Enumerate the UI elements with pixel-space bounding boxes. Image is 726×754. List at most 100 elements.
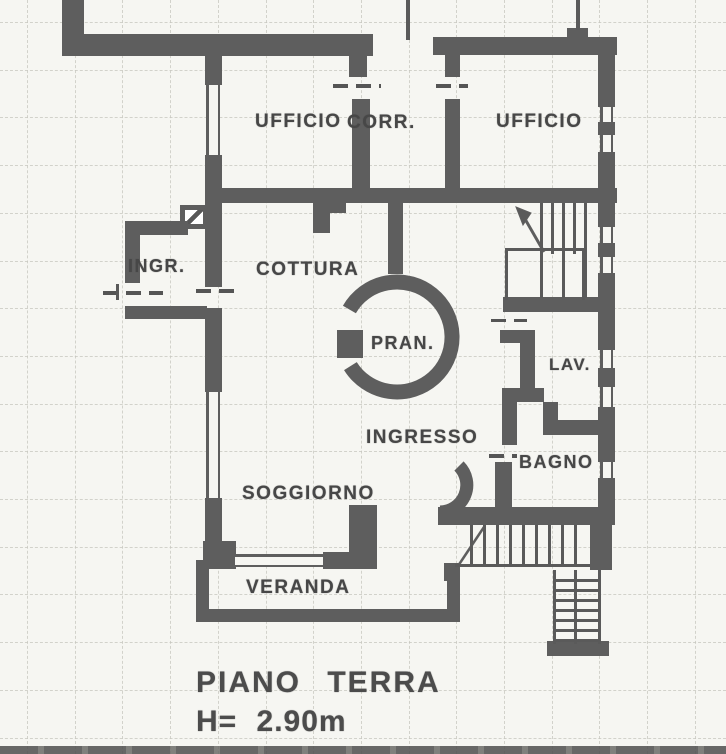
stair-line	[553, 579, 601, 582]
room-label-soggiorno: SOGGIORNO	[242, 483, 375, 504]
wall	[598, 478, 615, 525]
door-dashes	[489, 454, 517, 458]
stair-line	[553, 589, 601, 592]
grid-line-v	[456, 0, 458, 754]
room-label-ufficio-left: UFFICIO	[255, 111, 342, 132]
wall	[433, 37, 617, 55]
stair-line	[505, 248, 508, 300]
grid-line-h	[0, 212, 726, 214]
grid-line-v	[313, 0, 315, 754]
grid-line-v	[74, 0, 76, 754]
ceiling-height: H= 2.90m	[196, 705, 347, 738]
wall	[598, 152, 615, 227]
window	[206, 392, 220, 498]
window	[235, 554, 323, 567]
window	[600, 387, 613, 407]
stair-line	[553, 609, 601, 612]
stair-line	[509, 525, 512, 567]
window	[600, 107, 613, 122]
grid-line-v	[504, 0, 505, 754]
room-label-ingresso: INGRESSO	[366, 427, 479, 448]
stair-line	[584, 203, 587, 298]
stair-line	[574, 525, 577, 567]
stair-line	[535, 525, 538, 567]
grid-line-v	[694, 0, 696, 754]
wall	[445, 45, 460, 77]
window	[600, 350, 613, 368]
wall	[352, 99, 370, 193]
wall	[196, 609, 460, 622]
grid-line-h	[0, 499, 726, 500]
grid-line-h	[0, 403, 726, 405]
wall	[217, 188, 617, 203]
stair-line	[483, 525, 486, 567]
wall	[125, 221, 188, 235]
stair-line	[505, 248, 585, 251]
window	[600, 462, 613, 478]
stair-line	[561, 525, 564, 567]
stair-line	[553, 599, 601, 602]
grid-line-h	[0, 594, 726, 596]
wall	[598, 122, 615, 135]
grid-line-v	[27, 0, 28, 754]
grid-line-v	[170, 0, 172, 754]
grid-line-v	[551, 0, 553, 754]
wall	[495, 462, 512, 510]
stair-line	[116, 284, 119, 300]
wall	[598, 407, 615, 462]
stair-line	[553, 639, 601, 642]
stair-line	[522, 525, 525, 567]
wall	[567, 28, 588, 39]
room-label-pranzo: PRAN.	[371, 333, 435, 353]
door-dashes	[103, 291, 163, 295]
grid-line-v	[647, 0, 649, 754]
stair-line	[496, 525, 499, 567]
wall	[598, 243, 615, 257]
room-label-ingr: INGR.	[128, 256, 186, 276]
door-dashes	[436, 84, 468, 88]
window	[600, 135, 613, 152]
wall	[349, 45, 367, 77]
door-dashes	[491, 319, 527, 322]
wall	[543, 420, 600, 435]
wall	[349, 505, 377, 555]
wall	[196, 560, 209, 622]
floor-title: PIANO TERRA	[196, 666, 441, 699]
grid-line-v	[265, 0, 267, 754]
stair-line	[582, 248, 585, 300]
title-block: PIANO TERRA H= 2.90m	[196, 666, 441, 739]
grid-line-v	[122, 0, 124, 754]
stair-up-arrow-head	[515, 206, 532, 227]
grid-line-h	[0, 451, 726, 453]
wall	[445, 99, 460, 188]
window	[600, 257, 613, 273]
stair-line	[548, 525, 551, 567]
wall	[547, 641, 609, 656]
stair-line	[470, 525, 473, 567]
room-label-cottura: COTTURA	[256, 259, 360, 280]
wall	[125, 306, 207, 319]
stair-line	[553, 629, 601, 632]
grid-line-h	[0, 308, 726, 310]
stair-line	[553, 570, 556, 644]
stair-line	[553, 619, 601, 622]
hatched-pillar	[180, 205, 208, 229]
stair-line	[574, 570, 577, 644]
scan-artifact-bottom	[0, 746, 726, 754]
stair-line	[576, 0, 580, 30]
grid-line-h	[0, 260, 726, 262]
stair-line	[455, 564, 590, 567]
wall	[502, 388, 517, 445]
window	[206, 85, 220, 155]
room-label-ufficio-right: UFFICIO	[496, 111, 583, 132]
grid-line-h	[0, 689, 726, 691]
wall	[590, 513, 612, 570]
grid-line-h	[0, 642, 726, 644]
wall	[313, 200, 330, 233]
door-dashes	[196, 289, 234, 293]
wall	[205, 308, 222, 392]
stair-line	[598, 570, 601, 644]
